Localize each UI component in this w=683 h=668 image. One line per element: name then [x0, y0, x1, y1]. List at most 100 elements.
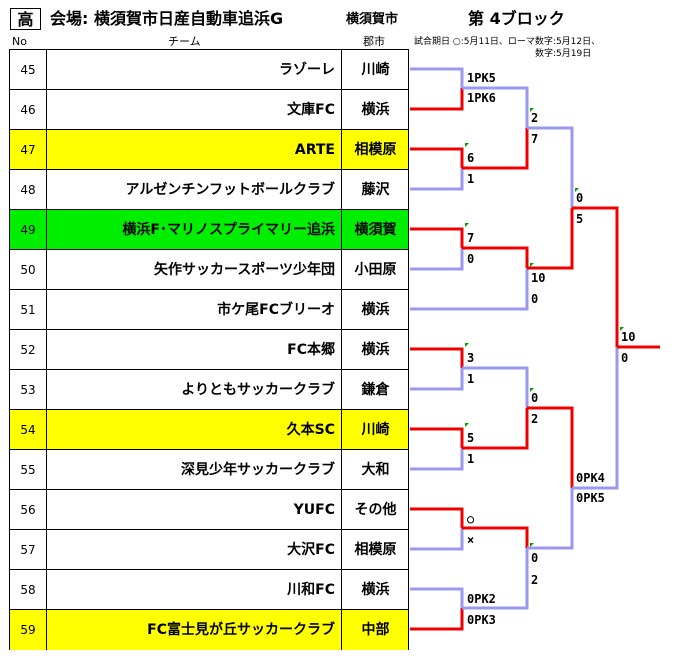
team-name: 大沢FC — [47, 530, 342, 569]
team-name: 川和FC — [47, 570, 342, 609]
match-marker — [575, 188, 579, 192]
bracket-line — [410, 427, 464, 448]
bracket-line — [410, 88, 464, 111]
team-city: 川崎 — [361, 422, 390, 438]
bracket-line — [410, 347, 464, 368]
team-city: 藤沢 — [361, 182, 390, 198]
team-no: 48 — [10, 170, 47, 209]
team-city: 大和 — [361, 462, 390, 478]
score: 0PK3 — [467, 613, 496, 627]
score: 0PK2 — [467, 592, 496, 606]
team-no: 47 — [10, 130, 47, 169]
team-city: 横浜 — [361, 102, 390, 118]
bracket-line — [527, 208, 574, 270]
score: 0 — [467, 252, 474, 266]
score: 7 — [467, 231, 474, 245]
team-name: 市ケ尾FCブリーオ — [47, 290, 342, 329]
team-city: 中部 — [361, 622, 390, 638]
team-name: 矢作サッカースポーツ少年団 — [47, 250, 342, 289]
team-name: アルゼンチンフットボールクラブ — [47, 170, 342, 209]
match-marker — [530, 108, 534, 112]
score: 10 — [621, 330, 635, 344]
score: 2 — [531, 573, 538, 587]
bracket-line — [410, 227, 464, 248]
team-city: 横浜 — [361, 582, 390, 598]
score: 0PK5 — [576, 491, 605, 505]
match-marker — [465, 143, 469, 147]
score: 1 — [467, 372, 474, 386]
bracket-line — [572, 206, 619, 347]
score: ○ — [467, 512, 475, 526]
score: 2 — [531, 111, 538, 125]
schedule-legend-cont: 数字:5月19日 — [535, 49, 592, 59]
match-marker — [465, 343, 469, 347]
team-no: 54 — [10, 410, 47, 449]
team-no: 59 — [10, 610, 47, 650]
match-marker — [465, 223, 469, 227]
team-city: 横浜 — [361, 302, 390, 318]
bracket-line — [462, 548, 529, 610]
score: 0 — [621, 351, 628, 365]
match-marker — [530, 388, 534, 392]
bracket-line — [410, 587, 464, 608]
score: 6 — [467, 151, 474, 165]
venue-city: 横須賀市 — [346, 12, 399, 27]
team-name: ARTE — [47, 130, 342, 169]
team-city: 横須賀 — [354, 222, 397, 238]
team-no: 45 — [10, 50, 47, 89]
team-no: 53 — [10, 370, 47, 409]
score: 1 — [467, 172, 474, 186]
team-no: 49 — [10, 210, 47, 249]
score: 1PK5 — [467, 71, 496, 85]
team-city: 鎌倉 — [361, 382, 390, 398]
category-badge: 高 — [10, 8, 41, 30]
score: 0 — [531, 551, 538, 565]
bracket-line — [462, 526, 529, 548]
team-name: FC富士見が丘サッカークラブ — [47, 610, 342, 650]
team-name: ラゾーレ — [47, 50, 342, 89]
score: × — [467, 533, 474, 547]
bracket-line — [410, 528, 464, 551]
score: 5 — [576, 212, 583, 226]
bracket-line — [572, 347, 619, 490]
bracket-line — [527, 406, 574, 488]
team-city: 川崎 — [361, 62, 390, 78]
team-no: 52 — [10, 330, 47, 369]
bracket-line — [410, 67, 464, 88]
team-no: 50 — [10, 250, 47, 289]
team-name: 横浜F･マリノスプライマリー追浜 — [47, 210, 342, 249]
team-no: 51 — [10, 290, 47, 329]
team-city: 相模原 — [354, 542, 397, 558]
match-marker — [620, 327, 624, 331]
team-name: 久本SC — [47, 410, 342, 449]
bracket-line — [410, 248, 464, 271]
team-city: 相模原 — [354, 142, 397, 158]
score: 10 — [531, 271, 545, 285]
team-no: 57 — [10, 530, 47, 569]
score: 0 — [531, 292, 538, 306]
team-name: よりともサッカークラブ — [47, 370, 342, 409]
bracket-line — [462, 246, 529, 268]
bracket-line — [410, 448, 464, 471]
score: 1 — [467, 452, 474, 466]
match-marker — [530, 263, 534, 267]
bracket-line — [527, 126, 574, 208]
score: 7 — [531, 132, 538, 146]
score: 0 — [576, 191, 583, 205]
match-marker — [530, 543, 534, 547]
team-city: その他 — [354, 502, 397, 518]
team-city: 小田原 — [354, 262, 397, 278]
team-name: 深見少年サッカークラブ — [47, 450, 342, 489]
